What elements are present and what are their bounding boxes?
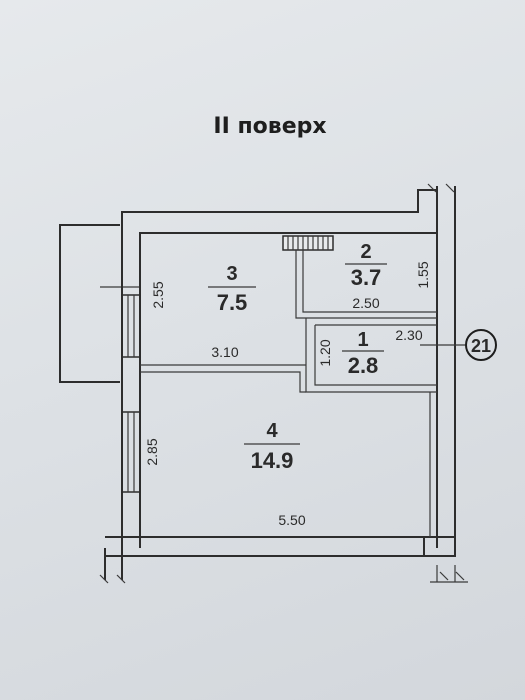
balcony — [59, 224, 140, 383]
dim-room4-width: 5.50 — [278, 512, 305, 528]
interior-walls — [140, 250, 437, 537]
dimension-ticks — [99, 183, 468, 584]
dim-room1-height: 1.20 — [317, 339, 333, 366]
room-1-number: 1 — [357, 329, 368, 351]
window-lower — [121, 411, 141, 493]
dim-room3-height: 2.55 — [150, 281, 166, 308]
room-4-area: 14.9 — [251, 448, 294, 473]
floor-title: II поверх — [213, 114, 326, 139]
apartment-marker: 21 — [420, 329, 497, 361]
room-1: 1 2.8 — [342, 329, 384, 378]
dim-room1-width: 2.30 — [395, 327, 422, 343]
dim-room2-height: 1.55 — [415, 261, 431, 288]
dim-room3-width: 3.10 — [211, 344, 238, 360]
room-1-area: 2.8 — [348, 353, 379, 378]
room-4-number: 4 — [266, 420, 278, 442]
apartment-number: 21 — [471, 336, 491, 356]
room-2: 2 3.7 — [345, 241, 387, 290]
room-3: 3 7.5 — [208, 263, 256, 315]
room-2-number: 2 — [360, 241, 371, 263]
room-4: 4 14.9 — [244, 420, 300, 473]
vent-grille — [282, 235, 334, 251]
room-3-number: 3 — [226, 263, 237, 285]
window-upper — [121, 294, 141, 358]
dim-room4-height: 2.85 — [144, 438, 160, 465]
room-2-area: 3.7 — [351, 265, 382, 290]
room-3-area: 7.5 — [217, 290, 248, 315]
dim-room2-width: 2.50 — [352, 295, 379, 311]
